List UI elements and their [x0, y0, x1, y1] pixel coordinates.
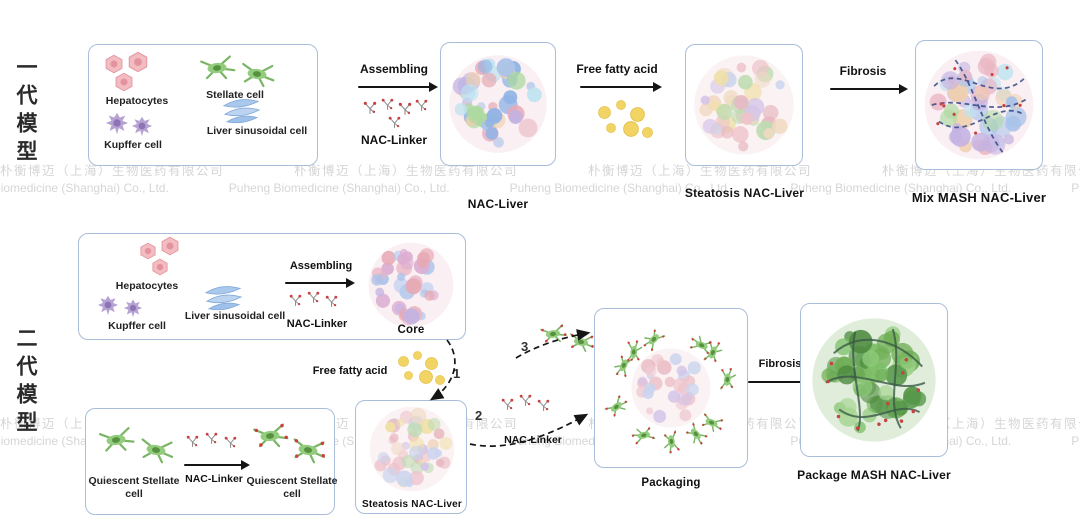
gen1-assembling-arrow-icon	[358, 86, 430, 89]
gen2-packaging-box	[594, 308, 748, 468]
gen2-mid-nac-linker-label: NAC-Linker	[504, 434, 562, 446]
gen2-side-label: 二代模型	[14, 327, 37, 439]
gen1-side-label: 一代模型	[14, 56, 37, 168]
nac-liver-caption: NAC-Liver	[467, 197, 529, 211]
gen1-fatty-acid-droplets-icon	[598, 100, 653, 138]
gen2-steatosis-box: Steatosis NAC-Liver	[355, 400, 467, 514]
nac-liver-spheroid	[445, 47, 551, 161]
gen2-mid-nac-linker-icon	[501, 394, 550, 412]
gen1-steatosis-box	[685, 44, 803, 166]
steatosis-spheroid	[690, 49, 798, 161]
gen1-ffa-label: Free fatty acid	[576, 62, 658, 76]
gen2-steatosis-caption: Steatosis NAC-Liver	[362, 499, 462, 510]
gen2-box-nac-linker-icon	[186, 432, 237, 449]
gen2-fibrosis-arrow-icon	[748, 381, 804, 384]
sinusoidal-cells-icon	[205, 286, 242, 311]
sinusoidal-cell-label: Liver sinusoidal cell	[184, 310, 286, 322]
gen2-stellate-arrow-icon	[184, 464, 242, 467]
gen2-box-nac-linker-label: NAC-Linker	[185, 473, 243, 485]
step-1-label: 1	[453, 366, 461, 381]
sinusoidal-cells-icon	[223, 99, 260, 124]
hepatocytes-label: Hepatocytes	[115, 280, 179, 292]
gen1-mix-mash-box	[915, 40, 1043, 170]
quiescent-stellate-label-left: Quiescent Stellate cell	[88, 475, 180, 501]
activated-stellate-cells-icon	[250, 419, 330, 467]
gen1-assembling-label: Assembling	[359, 62, 428, 76]
gen2-stellate-box: Quiescent Stellate cell NAC-Linker Quies…	[85, 408, 338, 515]
package-mash-caption: Package MASH NAC-Liver	[797, 468, 951, 482]
gen2-nac-linker-label: NAC-Linker	[286, 318, 348, 330]
step-3-label: 3	[521, 339, 529, 354]
packaging-caption: Packaging	[641, 477, 701, 489]
kupffer-cells-icon	[105, 112, 153, 137]
step3-stellate-cells-icon	[538, 324, 598, 354]
kupffer-cell-label: Kupffer cell	[104, 139, 162, 151]
gen1-fibrosis-label: Fibrosis	[839, 64, 887, 78]
stellate-cell-label: Stellate cell	[206, 89, 264, 101]
gen2-fatty-acid-droplets-icon	[398, 351, 445, 385]
gen1-mix-mash-caption: Mix MASH NAC-Liver	[911, 190, 1047, 205]
packaging-spheroid	[605, 319, 737, 457]
gen2-fibrosis-label: Fibrosis	[758, 358, 802, 370]
stellate-cells-icon	[199, 55, 277, 89]
gen1-steatosis-caption: Steatosis NAC-Liver	[684, 186, 805, 200]
hepatocyte-cells-icon	[140, 236, 179, 276]
gen2-nac-linker-icon	[289, 291, 338, 308]
gen2-assembling-arrow-icon	[285, 282, 347, 285]
gen2-assembling-label: Assembling	[289, 260, 353, 272]
gen1-fibrosis-arrow-icon	[830, 88, 900, 91]
sinusoidal-cell-label: Liver sinusoidal cell	[206, 125, 308, 137]
gen1-cell-types-box: Hepatocytes Stellate cell Kupffer cell L…	[88, 44, 318, 166]
gen1-ffa-arrow-icon	[580, 86, 654, 89]
quiescent-stellate-cells-icon	[98, 426, 176, 465]
core-caption: Core	[397, 324, 425, 336]
gen2-ffa-label: Free fatty acid	[312, 365, 388, 377]
core-spheroid	[365, 239, 457, 331]
step-2-label: 2	[475, 408, 483, 423]
gen2-assembly-box: Hepatocytes Kupffer cell Liver sinusoida…	[78, 233, 466, 340]
quiescent-stellate-label-right: Quiescent Stellate cell	[246, 475, 338, 501]
package-mash-spheroid	[807, 310, 941, 450]
hepatocytes-label: Hepatocytes	[105, 95, 169, 107]
kupffer-cell-label: Kupffer cell	[108, 320, 166, 332]
gen1-nac-liver-box	[440, 42, 556, 166]
kupffer-cells-icon	[97, 295, 143, 318]
mix-mash-spheroid	[920, 45, 1038, 165]
gen2-package-mash-box	[800, 303, 948, 457]
hepatocyte-cells-icon	[105, 51, 148, 92]
gen1-nac-linker-label: NAC-Linker	[360, 133, 427, 147]
gen2-steatosis-spheroid	[364, 403, 460, 495]
gen1-nac-linker-icon	[363, 98, 428, 129]
